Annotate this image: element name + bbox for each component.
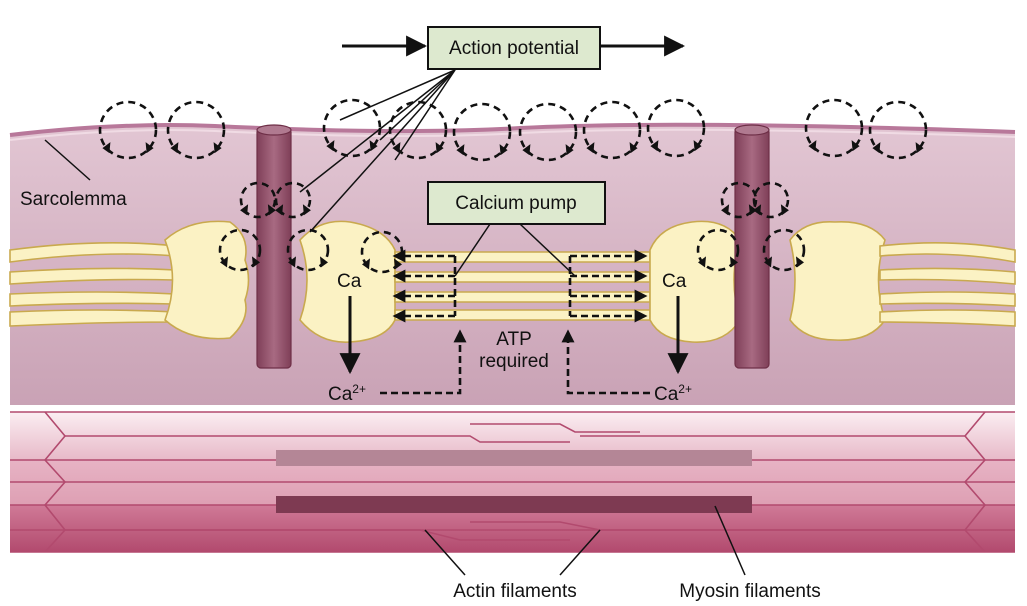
loop-arrowhead — [288, 256, 296, 268]
loop-arrowhead — [267, 204, 276, 216]
calcium-pump-box: Calcium pump — [427, 181, 606, 225]
sarcolemma-label: Sarcolemma — [20, 189, 127, 210]
ca2-right-base: Ca — [654, 384, 679, 405]
current-loop — [646, 98, 706, 158]
action-potential-label: Action potential — [449, 38, 579, 59]
loop-arrowhead — [851, 140, 860, 152]
myofibril — [10, 411, 1015, 553]
loop-arrowhead — [753, 204, 762, 216]
loop-arrowhead — [252, 256, 260, 268]
leader-lines — [44, 69, 746, 576]
atp-label-line1: ATP — [496, 329, 532, 350]
loop-arrowhead — [102, 142, 111, 154]
current-loop — [696, 228, 740, 272]
loop-arrowhead — [586, 142, 595, 154]
ca-label-right: Ca — [662, 271, 687, 292]
action-potential-box: Action potential — [427, 26, 601, 70]
atp-label-line2: required — [479, 351, 549, 372]
loop-arrowhead — [240, 204, 249, 216]
loop-arrowhead — [915, 142, 924, 154]
loop-arrowhead — [721, 204, 730, 216]
current-loop — [518, 102, 578, 162]
ca-label-left: Ca — [337, 271, 362, 292]
ca2-left-sup: 2+ — [352, 382, 366, 396]
current-loop — [452, 102, 512, 162]
loop-arrowhead — [872, 142, 881, 154]
loop-arrowhead — [499, 144, 508, 156]
loop-arrowhead — [780, 204, 789, 216]
loop-arrowhead — [275, 204, 284, 216]
actin-filaments-label: Actin filaments — [453, 581, 577, 602]
loop-arrowhead — [796, 256, 804, 268]
current-loop — [166, 100, 226, 160]
loop-arrowhead — [730, 256, 738, 268]
current-loop — [868, 100, 928, 160]
terminal-cistern-center-right — [649, 220, 741, 343]
loop-arrowhead — [698, 256, 706, 268]
current-loop — [286, 228, 330, 272]
loop-arrowhead — [693, 140, 702, 152]
loop-arrowhead — [320, 256, 328, 268]
ca2-right-sup: 2+ — [678, 382, 692, 396]
current-loop — [274, 181, 312, 219]
loop-arrowhead — [650, 140, 659, 152]
current-loop — [720, 181, 758, 219]
loop-arrowhead — [808, 140, 817, 152]
loop-arrowhead — [392, 142, 401, 154]
loop-arrowhead — [145, 142, 154, 154]
t-tubules — [256, 124, 770, 369]
loop-arrowhead — [629, 142, 638, 154]
loop-arrowhead — [456, 144, 465, 156]
t-tubule-left — [256, 127, 292, 369]
current-loop — [218, 228, 262, 272]
ca2-left-base: Ca — [328, 384, 353, 405]
current-loop — [762, 228, 806, 272]
loop-arrowhead — [369, 140, 378, 152]
loop-arrowhead — [435, 142, 444, 154]
loop-arrowhead — [362, 258, 370, 270]
current-loop — [98, 100, 158, 160]
loop-arrowhead — [326, 140, 335, 152]
loop-arrowhead — [213, 142, 222, 154]
calcium-pump-arrows — [380, 249, 650, 395]
sarcolemma-membrane-inner — [9, 128, 1016, 141]
ca2-label-right: Ca2+ — [654, 382, 692, 405]
calcium-pump-label: Calcium pump — [455, 193, 576, 214]
myosin-filaments-label: Myosin filaments — [679, 581, 821, 602]
calcium-release-arrows — [339, 296, 689, 375]
loop-arrowhead — [302, 204, 311, 216]
myosin-band-upper — [276, 450, 752, 466]
terminal-cistern-right — [789, 221, 886, 341]
current-loop — [752, 181, 790, 219]
current-loop — [322, 98, 382, 158]
loop-arrowhead — [764, 256, 772, 268]
sarcoplasmic-reticulum — [9, 220, 1016, 343]
loop-arrowhead — [522, 144, 531, 156]
loop-arrowhead — [565, 144, 574, 156]
loop-arrowhead — [748, 204, 757, 216]
terminal-cistern-left — [164, 220, 250, 340]
loop-arrowhead — [220, 256, 228, 268]
terminal-cistern-center-left — [299, 220, 396, 343]
loop-arrowhead — [170, 142, 179, 154]
ca2-label-left: Ca2+ — [328, 382, 366, 405]
current-loop — [804, 98, 864, 158]
myosin-band-lower — [276, 496, 752, 513]
current-loop — [582, 100, 642, 160]
sarcolemma-membrane — [9, 122, 1016, 137]
current-loops — [98, 98, 928, 274]
